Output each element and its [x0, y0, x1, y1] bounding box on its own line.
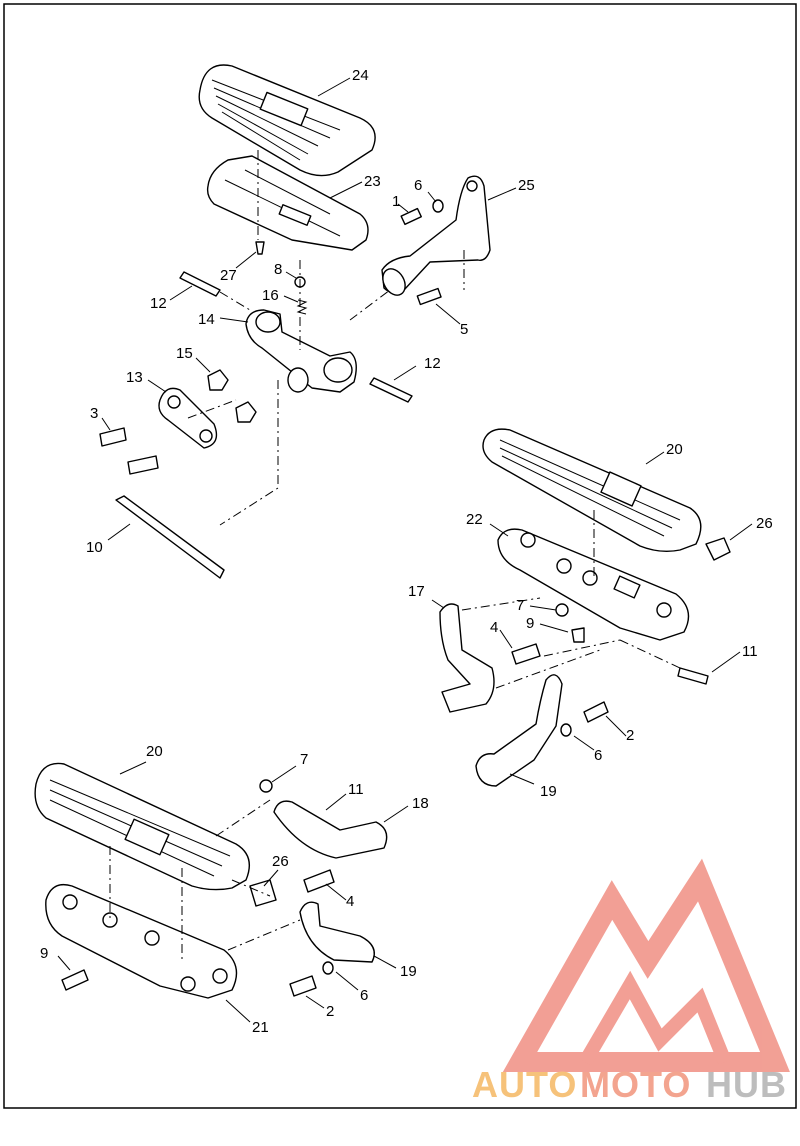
- callout-24: 24: [352, 67, 369, 84]
- callout-23: 23: [364, 173, 381, 190]
- callout-12b: 12: [424, 355, 441, 372]
- part-9-stud-right: [571, 627, 585, 643]
- part-11-bolt-right: [677, 667, 709, 685]
- callout-26: 26: [756, 515, 773, 532]
- callout-18: 18: [412, 795, 429, 812]
- part-24-footboard-pad: [198, 64, 376, 177]
- part-15-nut-lower: [235, 401, 257, 423]
- watermark-word-auto: AUTO: [472, 1064, 577, 1105]
- part-14-pivot-block: [245, 309, 357, 393]
- callout-2: 2: [626, 727, 634, 744]
- part-12-pin-upper: [179, 271, 221, 297]
- part-22-pan-right: [497, 528, 690, 641]
- part-3-screw-lower: [127, 455, 159, 475]
- callout-3: 3: [90, 405, 98, 422]
- callout-7b: 7: [300, 751, 308, 768]
- callout-20b: 20: [146, 743, 163, 760]
- part-1-bolt: [400, 207, 422, 226]
- part-20-footboard-left: [34, 762, 250, 891]
- callout-6c: 6: [360, 987, 368, 1004]
- callout-13: 13: [126, 369, 143, 386]
- part-4-bolt-left: [303, 869, 335, 893]
- callout-9: 9: [526, 615, 534, 632]
- callout-27: 27: [220, 267, 237, 284]
- part-5-bolt: [416, 287, 442, 306]
- part-10-strip: [115, 495, 225, 579]
- part-15-nut-upper: [207, 369, 229, 391]
- callout-19b: 19: [400, 963, 417, 980]
- top-group-center-lines: [187, 150, 465, 526]
- part-23-footboard-pan: [206, 155, 369, 251]
- diagram-border: [3, 3, 797, 1109]
- callout-5: 5: [460, 321, 468, 338]
- part-20-footboard-right: [482, 428, 702, 553]
- callout-6b: 6: [594, 747, 602, 764]
- callout-22: 22: [466, 511, 483, 528]
- callout-17: 17: [408, 583, 425, 600]
- callout-16: 16: [262, 287, 279, 304]
- callout-10: 10: [86, 539, 103, 556]
- callout-2b: 2: [326, 1003, 334, 1020]
- callout-25: 25: [518, 177, 535, 194]
- callout-7: 7: [516, 597, 524, 614]
- part-25-bracket: [381, 175, 491, 296]
- part-6-washer-left: [322, 961, 334, 975]
- part-19-arm-right: [475, 674, 563, 787]
- watermark-word-hub: HUB: [706, 1064, 787, 1105]
- callout-leaders: [57, 77, 753, 1023]
- callout-19: 19: [540, 783, 557, 800]
- part-16-spring: [296, 299, 308, 315]
- part-26-clip-right: [705, 537, 731, 561]
- callout-9b: 9: [40, 945, 48, 962]
- part-3-screw-upper: [99, 427, 127, 447]
- part-19-arm-left: [299, 901, 375, 963]
- bottom-group-center-lines: [109, 799, 301, 960]
- part-6-washer-right: [560, 723, 572, 737]
- callout-4b: 4: [346, 893, 354, 910]
- watermark-logo: AUTO MOTO HUB: [472, 858, 790, 1105]
- part-2-bolt-left: [289, 975, 317, 997]
- callout-1: 1: [392, 193, 400, 210]
- callout-12: 12: [150, 295, 167, 312]
- callout-8: 8: [274, 261, 282, 278]
- part-2-bolt-right: [583, 701, 609, 723]
- callout-14: 14: [198, 311, 215, 328]
- watermark-triangle-icon: [502, 858, 790, 1072]
- callout-20: 20: [666, 441, 683, 458]
- part-7-nut-left: [259, 779, 273, 793]
- part-7-nut-right: [555, 603, 569, 617]
- watermark-word-moto: MOTO: [580, 1064, 691, 1105]
- callout-11: 11: [742, 643, 758, 660]
- part-12-pin-lower: [369, 377, 413, 403]
- part-6-washer: [432, 199, 444, 213]
- part-21-pan-left: [45, 883, 238, 999]
- callout-26b: 26: [272, 853, 289, 870]
- part-13-link: [158, 387, 218, 449]
- part-9-stud-left: [61, 969, 89, 991]
- right-group-center-lines: [461, 510, 681, 689]
- part-17-bracket: [439, 603, 495, 713]
- part-18-bracket-left: [273, 800, 388, 859]
- callout-6: 6: [414, 177, 422, 194]
- callout-15: 15: [176, 345, 193, 362]
- callout-11b: 11: [348, 781, 364, 798]
- callout-21: 21: [252, 1019, 269, 1036]
- callout-4: 4: [490, 619, 498, 636]
- callout-labels: 24 23 25 1 6 27 8 16 12 14 5 15 13 12 3 …: [40, 67, 773, 1036]
- part-27-screw: [255, 241, 265, 255]
- part-4-bolt-right: [511, 643, 541, 665]
